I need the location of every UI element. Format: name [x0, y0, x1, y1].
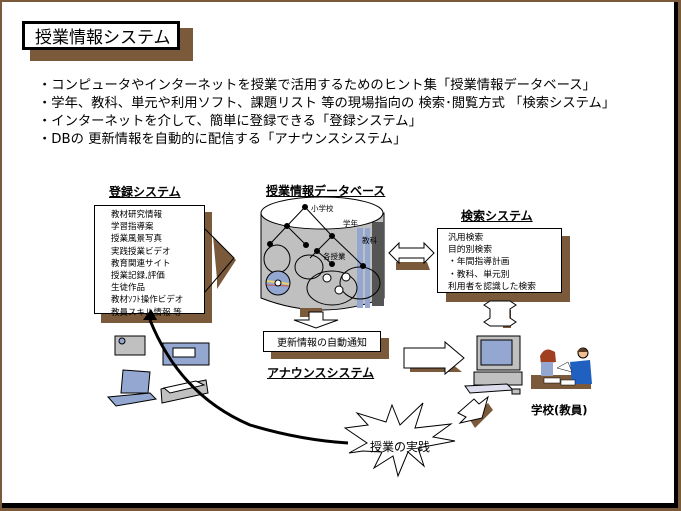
registration-item: 学習指導案 — [111, 222, 154, 233]
registration-item: 実践授業ビデオ — [111, 246, 171, 257]
db-label-subject: 教科 — [362, 236, 377, 245]
practice-label: 授業の実践 — [370, 440, 431, 454]
registration-item: 教員スキル情報 等 — [111, 307, 182, 318]
registration-item: 教材ｿﾌﾄ操作ビデオ — [111, 295, 184, 306]
registration-item: 授業風景写真 — [111, 234, 163, 245]
search-item: 汎用検索 — [448, 233, 484, 243]
bullet-item: ・インターネットを介して、簡単に登録できる「登録システム」 — [38, 114, 422, 129]
slide-title-box: 授業情報システム — [22, 21, 180, 50]
search-title: 検索システム — [461, 209, 533, 223]
database-title: 授業情報データベース — [266, 184, 386, 198]
notify-label: 更新情報の自動通知 — [277, 338, 367, 349]
registration-item: 授業記録,評価 — [111, 271, 165, 282]
registration-title: 登録システム — [109, 185, 181, 199]
search-item: 目的別検索 — [448, 245, 492, 256]
db-label-school: 小学校 — [311, 204, 334, 213]
search-item: 利用者を認識した検索 — [448, 281, 536, 292]
search-box: 汎用検索 目的別検索 ・年間指導計画 ・教科、単元別 利用者を認識した検索 — [437, 228, 562, 293]
db-label-lessons: 各授業 — [323, 252, 346, 261]
bullet-item: ・コンピュータやインターネットを授業で活用するためのヒント集「授業情報データベー… — [38, 78, 596, 93]
bullet-list: ・コンピュータやインターネットを授業で活用するためのヒント集「授業情報データベー… — [38, 77, 615, 149]
school-label: 学校(教員) — [531, 403, 588, 417]
search-item: ・年間指導計画 — [448, 257, 510, 268]
registration-box: 教材研究情報 学習指導案 授業風景写真 実践授業ビデオ 教育関連サイト 授業記録… — [94, 205, 205, 318]
db-label-grade: 学年 — [343, 219, 358, 228]
slide-title: 授業情報システム — [35, 28, 171, 48]
registration-item: 教育関連サイト — [111, 258, 171, 269]
registration-item: 教材研究情報 — [111, 210, 163, 220]
bullet-item: ・DBの 更新情報を自動的に配信する「アナウンスシステム」 — [38, 132, 407, 147]
notify-box: 更新情報の自動通知 — [263, 331, 381, 352]
announce-title: アナウンスシステム — [267, 366, 375, 380]
registration-item: 生徒作品 — [111, 283, 146, 294]
search-item: ・教科、単元別 — [448, 269, 510, 280]
bullet-item: ・学年、教科、単元や利用ソフト、課題リスト 等の現場指向の 検索･閲覧方式 「検… — [38, 96, 616, 111]
